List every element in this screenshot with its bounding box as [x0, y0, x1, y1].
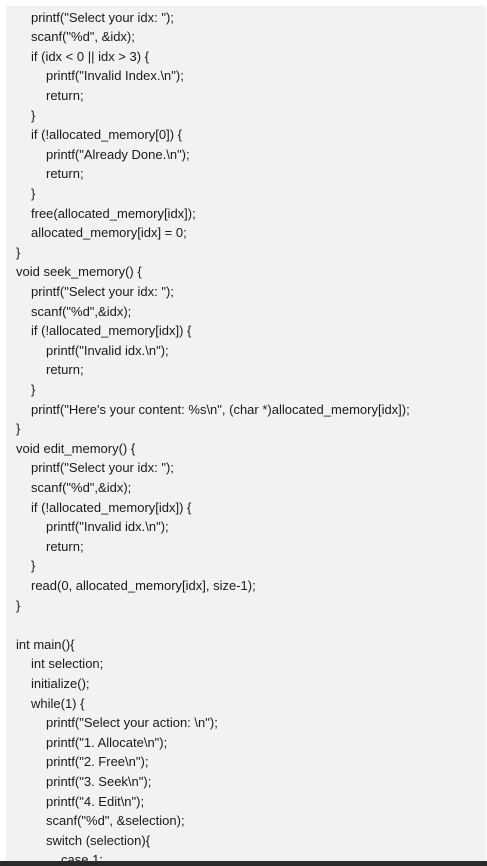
code-line: allocated_memory[idx] = 0;	[31, 225, 187, 241]
code-line: printf("Select your idx: ");	[31, 460, 174, 476]
code-line: int main(){	[16, 636, 75, 652]
code-line: if (!allocated_memory[0]) {	[31, 127, 183, 143]
code-line: printf("Invalid Index.\n");	[46, 68, 184, 84]
code-line: }	[31, 185, 36, 201]
code-line: }	[31, 558, 36, 574]
code-line: }	[16, 597, 21, 613]
code-block: printf("Select your idx: "); scanf("%d", …	[6, 6, 486, 861]
code-line: scanf("%d", &idx);	[31, 29, 135, 45]
code-line: printf("2. Free\n");	[46, 754, 149, 770]
code-line: case 1:	[61, 852, 103, 861]
code-line: printf("3. Seek\n");	[46, 773, 152, 789]
code-line: return;	[46, 362, 84, 378]
code-line: printf("1. Allocate\n");	[46, 734, 168, 750]
code-line: printf("Select your idx: ");	[31, 283, 174, 299]
code-line: if (idx < 0 || idx > 3) {	[31, 48, 150, 64]
code-line: int selection;	[31, 656, 104, 672]
code-line: scanf("%d",&idx);	[31, 479, 132, 495]
code-line: return;	[46, 538, 84, 554]
code-line: while(1) {	[31, 695, 85, 711]
bottom-bar	[0, 861, 487, 866]
code-line: printf("Invalid idx.\n");	[46, 342, 169, 358]
code-line: read(0, allocated_memory[idx], size-1);	[31, 577, 256, 593]
code-line: initialize();	[31, 675, 90, 691]
code-line: printf("4. Edit\n");	[46, 793, 145, 809]
code-line: }	[31, 381, 36, 397]
code-line: void seek_memory() {	[16, 264, 142, 280]
code-line: }	[16, 244, 21, 260]
code-line: printf("Select your idx: ");	[31, 9, 174, 25]
code-line: }	[31, 107, 36, 123]
code-line: if (!allocated_memory[idx]) {	[31, 499, 192, 515]
code-line: printf("Select your action: \n");	[46, 715, 218, 731]
code-line: printf("Already Done.\n");	[46, 146, 190, 162]
code-line: printf("Here's your content: %s\n", (cha…	[31, 401, 410, 417]
code-line: return;	[46, 87, 84, 103]
code-line: return;	[46, 166, 84, 182]
code-line: scanf("%d", &selection);	[46, 813, 185, 829]
code-line: void edit_memory() {	[16, 440, 136, 456]
code-line: free(allocated_memory[idx]);	[31, 205, 196, 221]
code-line: switch (selection){	[46, 832, 151, 848]
code-line: }	[16, 421, 21, 437]
code-line: scanf("%d",&idx);	[31, 303, 132, 319]
code-line: if (!allocated_memory[idx]) {	[31, 323, 192, 339]
code-line: printf("Invalid idx.\n");	[46, 519, 169, 535]
